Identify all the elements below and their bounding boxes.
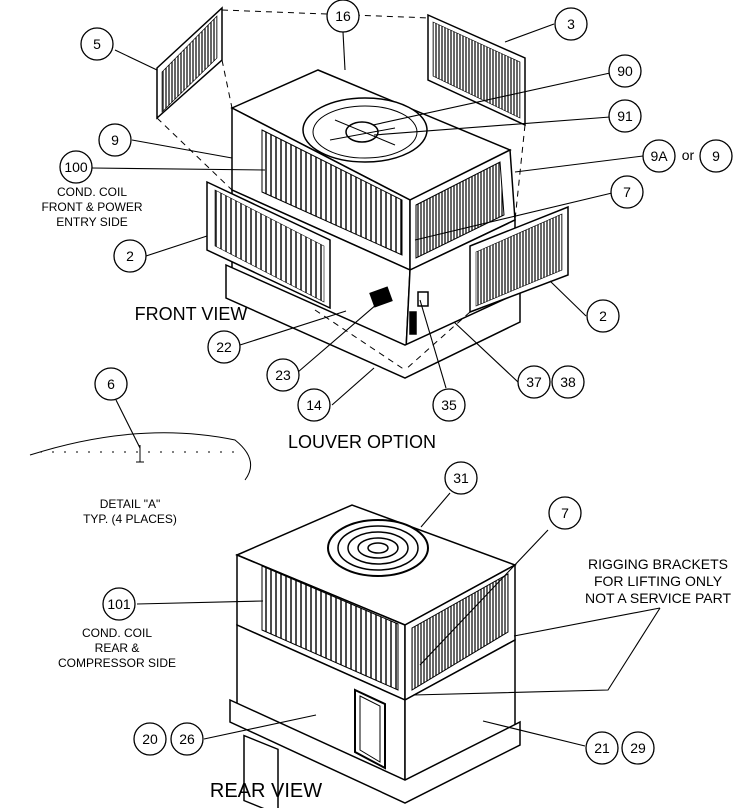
callout-38: 38 [551,365,585,399]
leader-lines [91,23,661,747]
svg-text:2: 2 [599,308,607,324]
callout-14: 14 [297,388,331,422]
callout-2-right: 2 [586,299,620,333]
callout-9: 9 [98,123,132,157]
svg-text:2: 2 [126,248,134,264]
callout-31: 31 [444,461,478,495]
callout-37: 37 [517,365,551,399]
callout-6: 6 [94,367,128,401]
detail-a-line1: DETAIL "A" [100,497,161,511]
svg-text:22: 22 [216,339,232,355]
callout-16: 16 [326,0,360,33]
callout-21: 21 [585,731,619,765]
base-rail [225,263,521,379]
connector-or: or [682,147,695,163]
callout-22: 22 [207,330,241,364]
rigging-line2: FOR LIFTING ONLY [594,573,723,589]
svg-text:14: 14 [306,397,322,413]
fan-motor [345,121,379,143]
cond-coil-front-line3: ENTRY SIDE [56,215,128,229]
svg-text:91: 91 [617,108,633,124]
callout-26: 26 [170,722,204,756]
callout-20: 20 [133,722,167,756]
louver-option-unit [156,6,569,379]
callout-91: 91 [608,99,642,133]
labels: COND. COIL FRONT & POWER ENTRY SIDE FRON… [41,185,731,802]
svg-text:101: 101 [107,596,131,612]
louver-option-title: LOUVER OPTION [288,432,436,452]
cond-coil-front-line2: FRONT & POWER [41,200,142,214]
callout-9a: 9A [642,139,676,173]
detail-a-line2: TYP. (4 PLACES) [83,512,177,526]
svg-text:23: 23 [275,367,291,383]
svg-text:35: 35 [441,397,457,413]
svg-text:100: 100 [64,159,88,175]
svg-text:31: 31 [453,470,469,486]
callout-101: 101 [102,587,136,621]
rigging-line1: RIGGING BRACKETS [588,556,728,572]
svg-text:5: 5 [93,36,101,52]
svg-text:38: 38 [560,374,576,390]
rear-view-unit [229,504,521,808]
cond-coil-rear-line3: COMPRESSOR SIDE [58,656,176,670]
callout-90: 90 [608,54,642,88]
rear-view-title: REAR VIEW [210,780,322,802]
callouts: 16 3 5 90 91 9 9A or 9 100 7 2 2 22 23 1… [59,0,733,765]
svg-text:7: 7 [561,505,569,521]
callout-2-left: 2 [113,239,147,273]
callout-100: 100 [59,150,93,184]
svg-text:6: 6 [107,376,115,392]
cond-coil-rear-line2: REAR & [95,641,140,655]
svg-text:16: 16 [335,8,351,24]
cond-coil-rear-line1: COND. COIL [82,626,152,640]
detail-a [29,432,252,481]
svg-text:9: 9 [712,148,720,164]
svg-text:37: 37 [526,374,542,390]
svg-text:21: 21 [594,740,610,756]
callout-5: 5 [80,27,114,61]
callout-35: 35 [432,388,466,422]
callout-7-rear: 7 [548,496,582,530]
callout-23: 23 [266,358,300,392]
callout-7: 7 [610,175,644,209]
cond-coil-front-line1: COND. COIL [57,185,127,199]
callout-9-alt: 9 [699,139,733,173]
front-view-title: FRONT VIEW [135,304,248,324]
svg-text:20: 20 [142,731,158,747]
svg-text:9A: 9A [650,148,668,164]
svg-text:7: 7 [623,184,631,200]
svg-text:90: 90 [617,63,633,79]
access-opening-left [243,734,279,808]
callout-29: 29 [621,731,655,765]
svg-text:3: 3 [567,16,575,32]
svg-text:29: 29 [630,740,646,756]
rigging-line3: NOT A SERVICE PART [585,590,731,606]
rear-fan-grille [327,519,429,577]
svg-text:26: 26 [179,731,195,747]
callout-3: 3 [554,7,588,41]
svg-text:9: 9 [111,132,119,148]
